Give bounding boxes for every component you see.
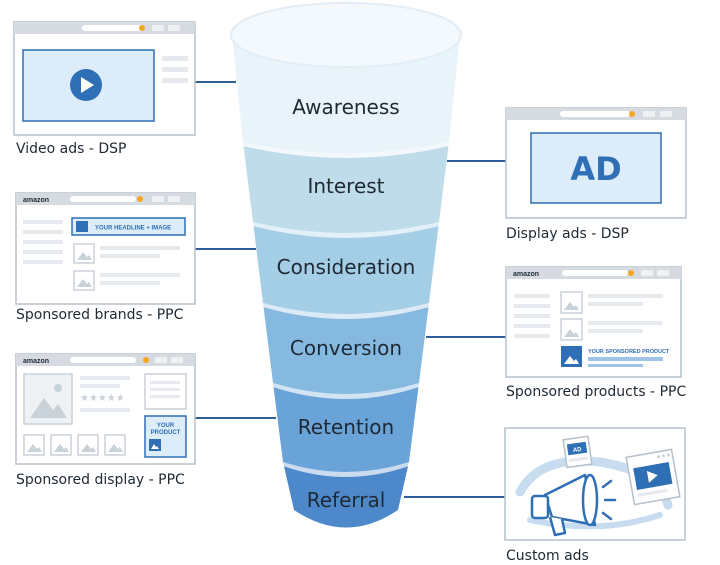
funnel-stage-referral xyxy=(283,462,409,528)
funnel-stage-consideration xyxy=(253,222,439,314)
caption-sponsored-display: Sponsored display - PPC xyxy=(16,472,185,488)
window-dot-icon xyxy=(629,111,635,117)
image-icon xyxy=(149,439,161,451)
funnel-stage-retention xyxy=(273,383,419,472)
connectors xyxy=(195,81,506,498)
sponsored-product-text: YOUR SPONSORED PRODUCT xyxy=(588,349,670,355)
funnel-stage-awareness xyxy=(232,35,460,153)
card-display-ads: AD xyxy=(505,107,687,219)
stage-label-awareness: Awareness xyxy=(292,95,399,119)
caption-display-ads: Display ads - DSP xyxy=(506,226,629,242)
stage-label-consideration: Consideration xyxy=(277,255,416,279)
stage-label-conversion: Conversion xyxy=(290,336,402,360)
funnel-stage-interest xyxy=(243,142,449,233)
window-dot-icon xyxy=(628,270,634,276)
caption-sponsored-products: Sponsored products - PPC xyxy=(506,384,687,400)
amazon-logo: amazon xyxy=(23,358,49,365)
funnel-stage-conversion xyxy=(263,303,429,394)
card-sponsored-display: amazon ★★★★★ YOUR PRODUCT xyxy=(15,353,196,465)
stage-label-retention: Retention xyxy=(298,415,394,439)
mini-ad-text: AD xyxy=(573,447,583,454)
image-icon xyxy=(76,221,88,232)
card-video-ads xyxy=(13,21,196,136)
window-dot-icon xyxy=(143,357,149,363)
caption-sponsored-brands: Sponsored brands - PPC xyxy=(16,307,184,323)
mini-ad-card: AD xyxy=(562,435,593,469)
caption-custom-ads: Custom ads xyxy=(506,548,589,564)
megaphone-icon xyxy=(530,473,617,537)
window-dot-icon xyxy=(137,196,143,202)
ad-text: AD xyxy=(570,150,621,188)
headline-text: YOUR HEADLINE + IMAGE xyxy=(95,226,171,232)
funnel: Awareness Interest Consideration Convers… xyxy=(230,2,462,528)
display-ad-banner xyxy=(530,132,662,204)
rating-stars-icon: ★★★★★ xyxy=(80,393,125,404)
card-sponsored-products: amazon YOUR SPONSORED PRODUCT xyxy=(505,266,682,378)
play-icon xyxy=(646,470,658,483)
stage-label-interest: Interest xyxy=(307,174,384,198)
amazon-logo: amazon xyxy=(23,197,49,204)
your-product-text: PRODUCT xyxy=(151,430,181,436)
stage-label-referral: Referral xyxy=(307,488,386,512)
window-dot-icon xyxy=(139,25,145,31)
caption-video-ads: Video ads - DSP xyxy=(16,141,127,157)
your-product-text: YOUR xyxy=(157,423,175,429)
amazon-logo: amazon xyxy=(513,271,539,278)
headline-banner xyxy=(71,217,186,236)
card-sponsored-brands: amazon YOUR HEADLINE + IMAGE xyxy=(15,192,196,305)
card-custom-ads: AD xyxy=(504,427,686,541)
mini-video-card xyxy=(625,448,681,506)
funnel-rim xyxy=(230,2,462,68)
